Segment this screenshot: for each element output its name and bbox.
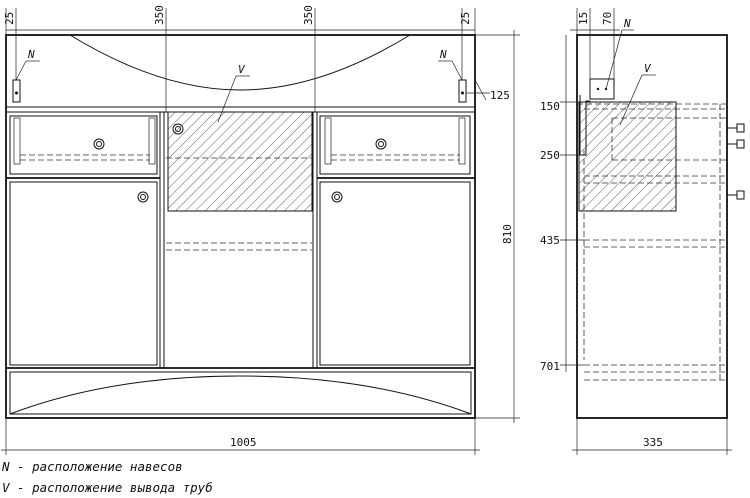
pipe-outlet-zone-front: [167, 111, 313, 212]
hinge-mark-right: [458, 79, 467, 103]
dim-701: 701: [540, 360, 560, 373]
pipe-outlet-zone-side: [578, 101, 677, 212]
dim-top-right: 25: [459, 12, 472, 25]
cabinet-outline: [5, 34, 476, 419]
legend-line-pipes: V - расположение вывода труб: [2, 480, 213, 495]
hinge-bracket-side: [589, 78, 615, 100]
label-hinge-left: N: [27, 48, 35, 61]
basin-curve: [6, 34, 475, 91]
dim-hinge-height: 125: [490, 89, 510, 102]
label-hinge-side: N: [623, 17, 631, 30]
legend: N - расположение навесов V - расположени…: [1, 459, 213, 495]
front-view: 25 350 350 25 N N V 125 810 1005: [1, 5, 520, 455]
label-pipe-front: V: [238, 63, 246, 76]
door-left: [9, 181, 158, 366]
plinth-curve: [9, 375, 472, 415]
legend-line-hinges: N - расположение навесов: [1, 459, 183, 474]
dim-150: 150: [540, 100, 560, 113]
dim-70: 70: [601, 12, 614, 25]
dim-depth: 335: [643, 436, 663, 449]
drawer-right: [319, 115, 471, 175]
dim-15: 15: [577, 12, 590, 25]
dim-total-width: 1005: [230, 436, 257, 449]
side-outline: [576, 34, 728, 419]
dim-250: 250: [540, 149, 560, 162]
label-hinge-right: N: [439, 48, 447, 61]
side-view: 150 250 435 701 15 70 N V 335: [540, 8, 745, 455]
dim-top-left: 25: [3, 12, 16, 25]
hinge-mark-left: [12, 79, 21, 103]
dim-total-height: 810: [501, 224, 514, 244]
label-pipe-side: V: [644, 62, 652, 75]
dim-435: 435: [540, 234, 560, 247]
door-right: [319, 181, 471, 366]
dim-center-right: 350: [302, 5, 315, 25]
drawer-left: [9, 115, 158, 175]
dim-center-left: 350: [153, 5, 166, 25]
